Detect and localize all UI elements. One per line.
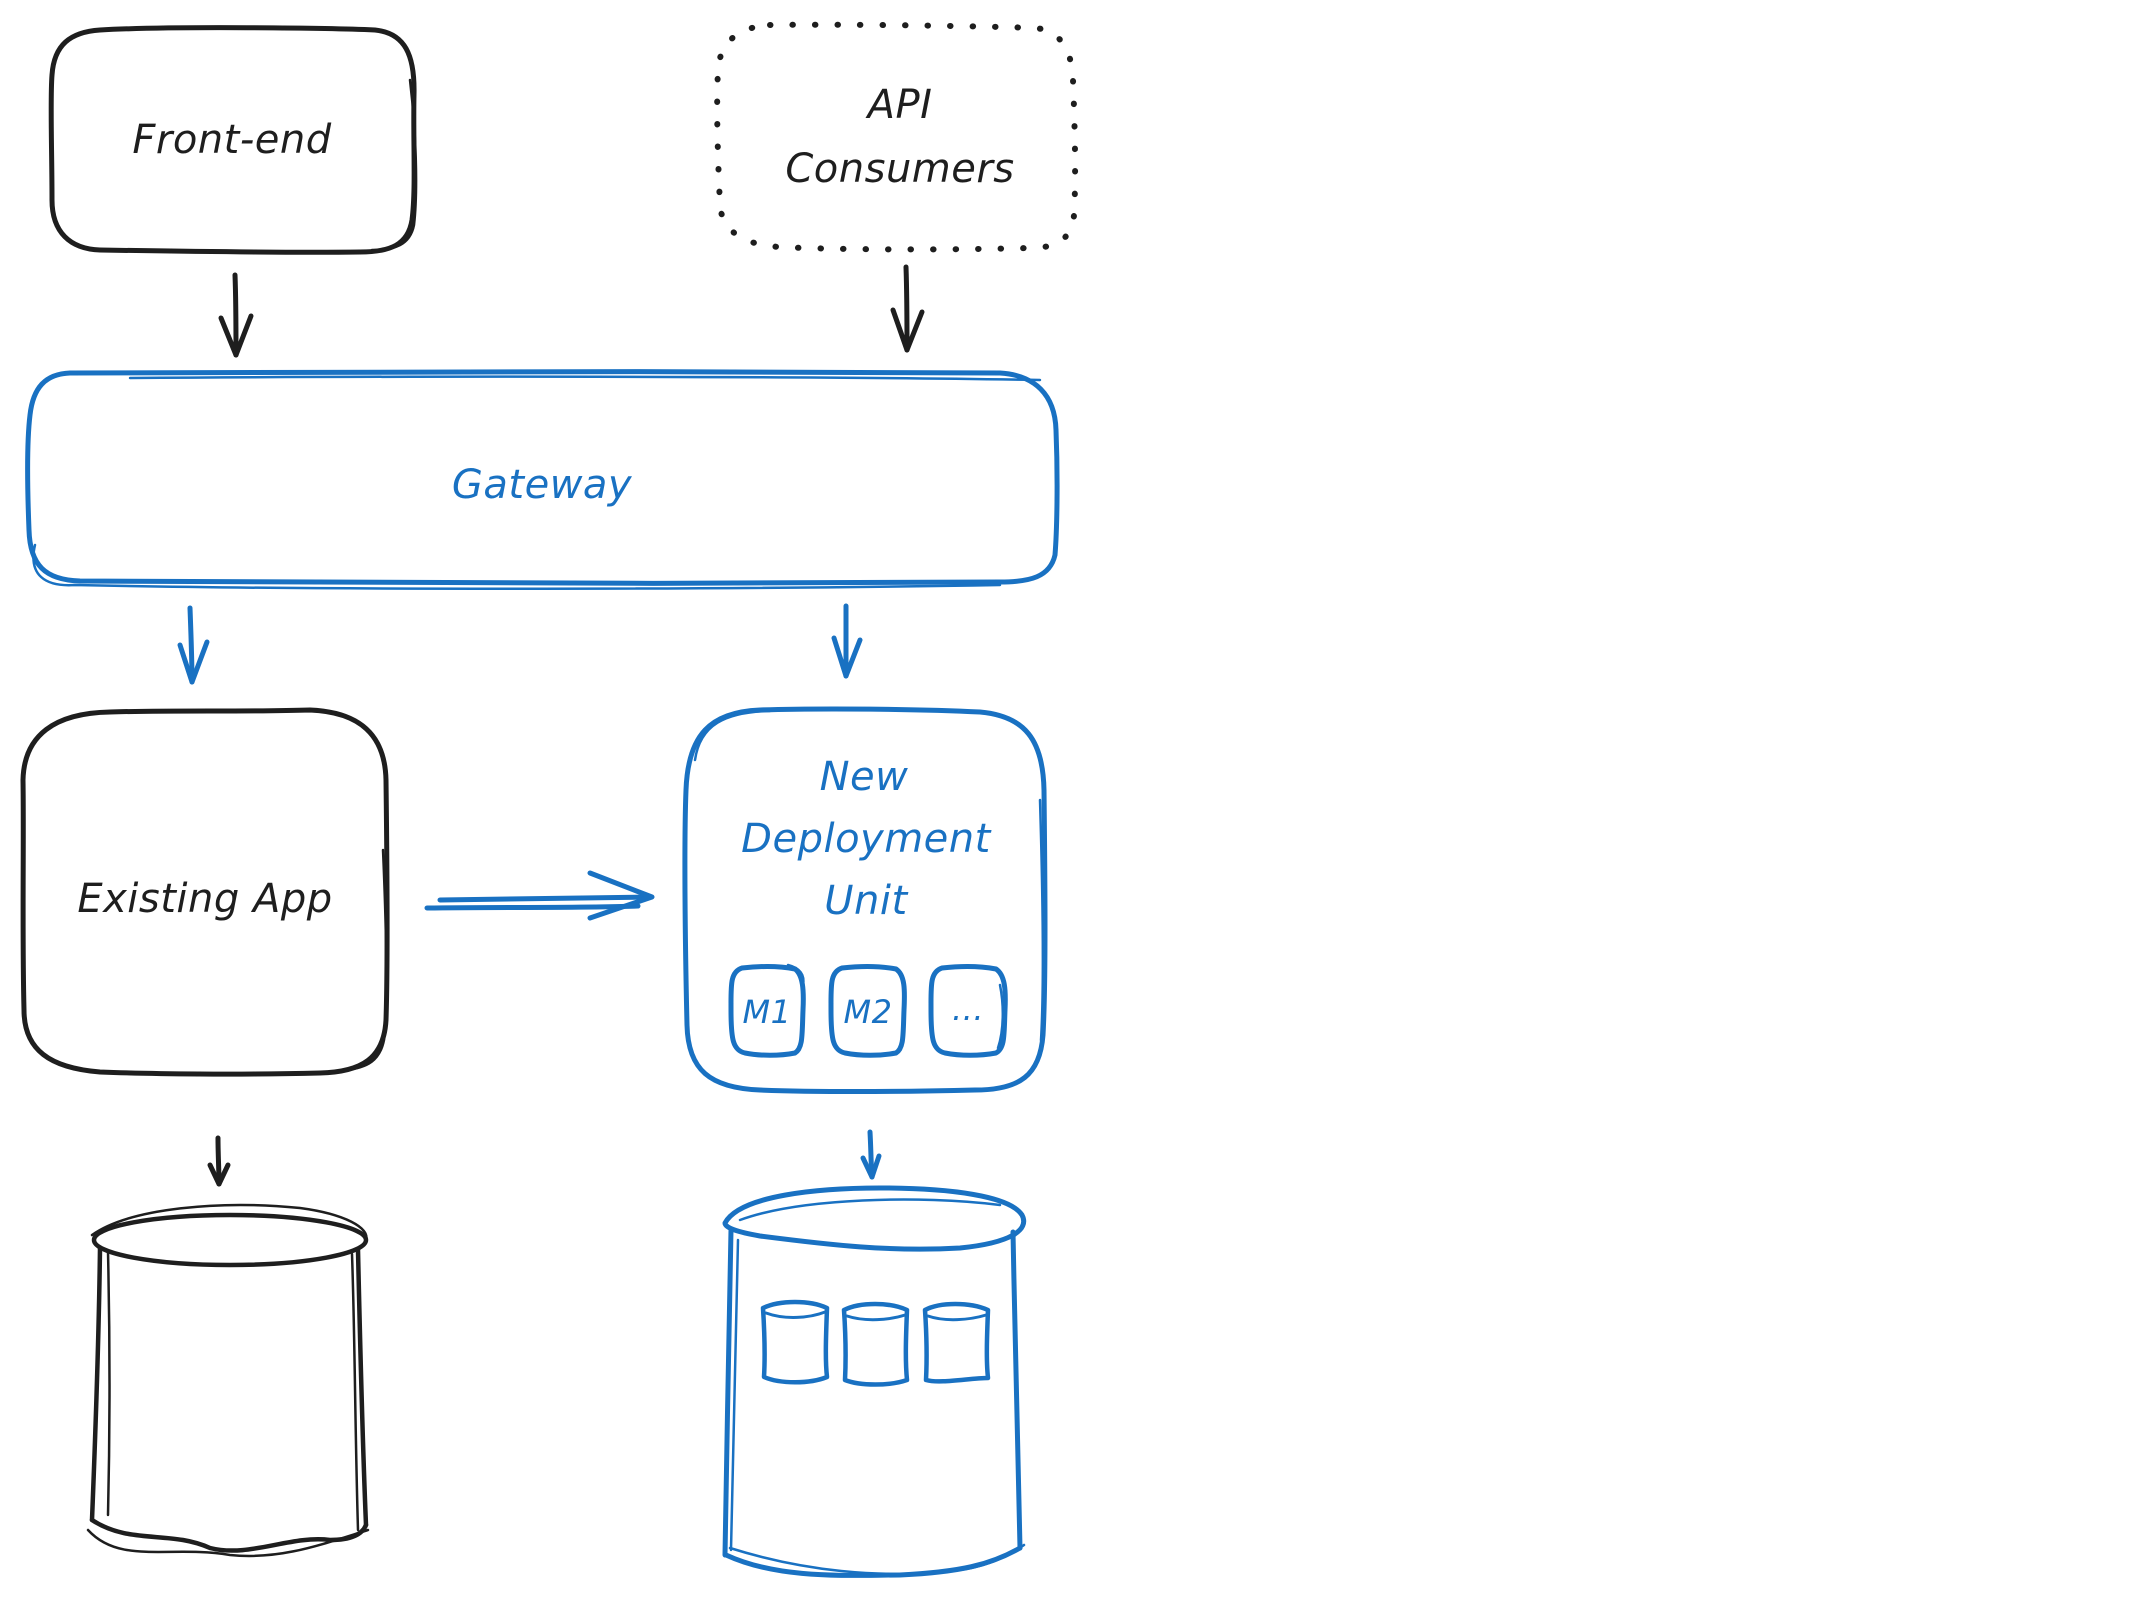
existing-database-icon[interactable] bbox=[86, 1203, 370, 1558]
gateway-label: Gateway bbox=[452, 462, 633, 508]
arrow-existing-app-to-existing-db bbox=[207, 1135, 231, 1187]
arrow-api-consumers-to-gateway bbox=[890, 264, 925, 353]
api-consumers-label-line-2: Consumers bbox=[785, 146, 1014, 192]
arrow-new-deployment-unit-to-new-db bbox=[860, 1129, 882, 1180]
gateway-node[interactable]: Gateway bbox=[25, 369, 1060, 590]
arrow-gateway-to-new-deployment-unit bbox=[831, 603, 863, 679]
new-deployment-unit-node[interactable]: New Deployment Unit M1 M2 ... bbox=[682, 706, 1048, 1094]
existing-app-label: Existing App bbox=[77, 876, 332, 922]
new-deployment-unit-label-line-2: Deployment bbox=[741, 816, 991, 862]
module-m2[interactable]: M2 bbox=[828, 964, 907, 1058]
store-icon-3 bbox=[922, 1301, 991, 1384]
module-m1-label: M1 bbox=[743, 993, 792, 1031]
module-more-label: ... bbox=[952, 990, 984, 1028]
api-consumers-label-line-1: API bbox=[865, 82, 933, 128]
arrow-frontend-to-gateway bbox=[218, 272, 254, 358]
module-m2-label: M2 bbox=[844, 993, 893, 1031]
frontend-node[interactable]: Front-end bbox=[48, 25, 418, 255]
frontend-label: Front-end bbox=[132, 117, 331, 163]
existing-app-node[interactable]: Existing App bbox=[20, 707, 390, 1077]
arrow-gateway-to-existing-app bbox=[177, 605, 210, 685]
new-deployment-unit-label-line-1: New bbox=[820, 754, 909, 800]
new-deployment-unit-label-line-3: Unit bbox=[824, 878, 908, 924]
api-consumers-node[interactable]: API Consumers bbox=[714, 21, 1079, 253]
new-database-icon[interactable] bbox=[722, 1185, 1027, 1578]
store-icon-2 bbox=[841, 1301, 910, 1387]
module-m1[interactable]: M1 bbox=[728, 963, 806, 1058]
store-icon-1 bbox=[760, 1299, 830, 1385]
arrow-existing-app-to-new-deployment-unit bbox=[424, 870, 655, 921]
module-more[interactable]: ... bbox=[928, 964, 1008, 1058]
